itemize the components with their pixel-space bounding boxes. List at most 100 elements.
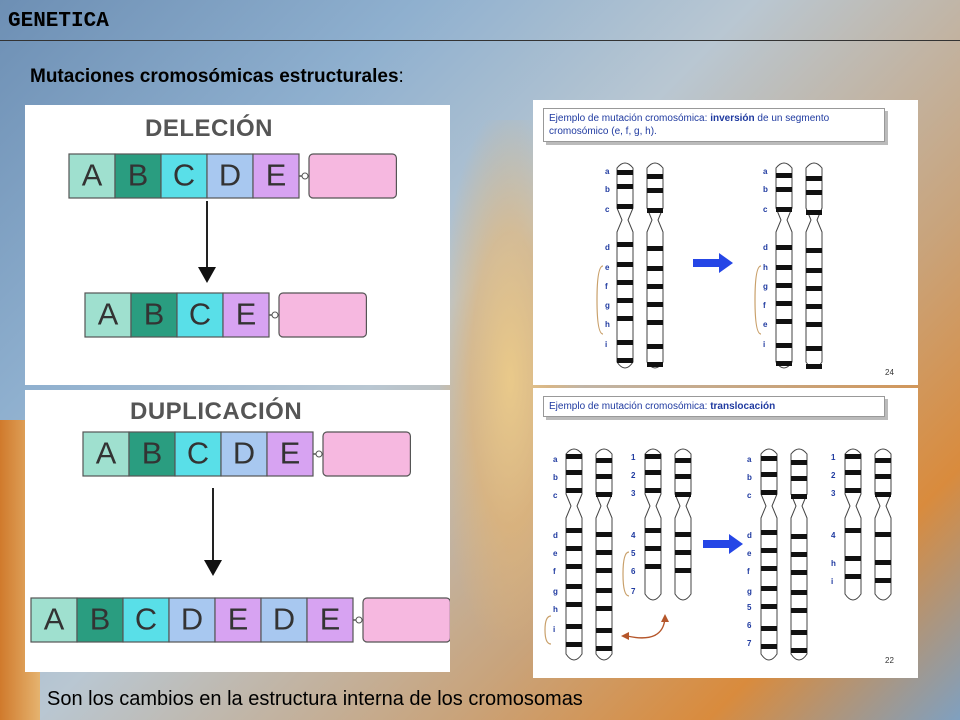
deletion-after-tail-box <box>278 292 368 338</box>
slide-subtitle: Mutaciones cromosómicas estructurales: <box>30 66 404 88</box>
duplication-after-segment-label-3: C <box>135 602 157 637</box>
subtitle-colon: : <box>398 66 404 87</box>
translocation-before-b-chromosome-left-chromatid-band-2 <box>645 470 661 475</box>
inversion-right-label-3: c <box>763 205 768 214</box>
inversion-original-left-chromatid-band-1 <box>617 170 633 175</box>
translocation-after-b-chromosome-left-chromatid-band-5 <box>845 556 861 561</box>
translocation-after-a-label-9: 6 <box>747 621 752 630</box>
translocation-after-a-chromosome-right-chromatid-band-4 <box>791 534 807 539</box>
inversion-left-label-6: f <box>605 282 608 291</box>
translocation-after-a-chromosome-left-chromatid-band-9 <box>761 626 777 631</box>
inversion-right-label-5: h <box>763 263 768 272</box>
translocation-after-a-label-2: b <box>747 473 752 482</box>
translocation-before-b-chromosome-left-chromatid <box>644 448 662 601</box>
inversion-result-left-chromatid-band-7 <box>776 301 792 306</box>
duplication-before-centromere <box>315 450 323 458</box>
deletion-before-segment-label-3: C <box>173 158 195 193</box>
translocation-before-a-chromosome-left-chromatid-band-4 <box>566 528 582 533</box>
deletion-before-centromere <box>301 172 309 180</box>
deletion-before-segment-label-2: B <box>128 158 149 193</box>
duplication-before-segment-label-5: E <box>280 436 301 471</box>
translocation-after-a-chromosome-left-chromatid-band-8 <box>761 604 777 609</box>
inversion-result-left-chromatid-band-1 <box>776 173 792 178</box>
translocation-arrow-head <box>729 534 743 554</box>
inversion-left-label-7: g <box>605 301 610 310</box>
translocation-after-b-chromosome-left-chromatid-band-2 <box>845 470 861 475</box>
inversion-caption-pre: Ejemplo de mutación cromosómica: <box>549 113 711 124</box>
deletion-before-segment-2 <box>114 153 162 199</box>
translocation-before-b-label-2: 2 <box>631 471 636 480</box>
translocation-after-a-chromosome-right-chromatid-band-5 <box>791 552 807 557</box>
inversion-result-left-chromatid-band-8 <box>776 319 792 324</box>
translocation-panel: Ejemplo de mutación cromosómica: translo… <box>533 388 918 678</box>
inversion-right-label-2: b <box>763 185 768 194</box>
inversion-original-right-chromatid <box>646 162 664 369</box>
translocation-after-a-chromosome-left-chromatid-band-3 <box>761 490 777 495</box>
duplication-before-segment-label-4: D <box>233 436 255 471</box>
inversion-left-brace <box>596 265 604 335</box>
inversion-original-left-chromatid-band-3 <box>617 204 633 209</box>
translocation-before-a-label-1: a <box>553 455 558 464</box>
deletion-before-segment-5 <box>252 153 300 199</box>
translocation-brace-a <box>544 615 552 645</box>
inversion-original-right-chromatid-band-4 <box>647 246 663 251</box>
translocation-before-a-chromosome-left-chromatid-outline <box>565 448 583 661</box>
translocation-after-b-chromosome-right-chromatid-band-6 <box>875 578 891 583</box>
translocation-before-a-chromosome-left-chromatid-band-9 <box>566 624 582 629</box>
deletion-after-centromere <box>271 311 279 319</box>
translocation-after-a-chromosome-right-chromatid-band-6 <box>791 570 807 575</box>
inversion-left-label-8: h <box>605 320 610 329</box>
inversion-result-right-chromatid-band-6 <box>806 286 822 291</box>
inversion-original-right-chromatid-band-7 <box>647 302 663 307</box>
inversion-left-label-9: i <box>605 340 607 349</box>
translocation-after-b-label-4: 4 <box>831 531 836 540</box>
inversion-caption-post: de un segmento cromosómico (e, f, g, h). <box>549 113 830 137</box>
duplication-arrow-head <box>204 560 222 576</box>
translocation-swap-arrow-head-left <box>621 632 629 640</box>
inversion-result-right-chromatid-band-7 <box>806 304 822 309</box>
translocation-caption-pre: Ejemplo de mutación cromosómica: <box>549 401 711 412</box>
translocation-before-b-chromosome-left-chromatid-band-3 <box>645 488 661 493</box>
inversion-result-left-chromatid-band-5 <box>776 265 792 270</box>
translocation-arrow-shaft <box>703 540 729 548</box>
inversion-result-right-chromatid-band-5 <box>806 268 822 273</box>
translocation-after-b-chromosome-left-chromatid-band-4 <box>845 528 861 533</box>
duplication-after-segment-label-1: A <box>44 602 65 637</box>
inversion-original-left-chromatid-band-5 <box>617 262 633 267</box>
inversion-right-label-8: e <box>763 320 768 329</box>
inversion-left-label-2: b <box>605 185 610 194</box>
translocation-before-a-label-4: d <box>553 531 558 540</box>
translocation-after-b-chromosome-right-chromatid-band-5 <box>875 560 891 565</box>
translocation-after-b-chromosome-left-chromatid <box>844 448 862 601</box>
duplication-after-segment-label-5: E <box>228 602 249 637</box>
deletion-before-segment-3 <box>160 153 208 199</box>
translocation-after-b-chromosome-right-chromatid-band-2 <box>875 474 891 479</box>
inversion-original-left-chromatid-band-10 <box>617 358 633 363</box>
inversion-original-left-chromatid-band-8 <box>617 316 633 321</box>
translocation-after-a-label-10: 7 <box>747 639 752 648</box>
translocation-before-b-chromosome-left-chromatid-outline <box>644 448 662 601</box>
deletion-title: DELECIÓN <box>145 115 274 142</box>
translocation-before-b-label-6: 6 <box>631 567 636 576</box>
inversion-result-left-chromatid <box>775 162 793 369</box>
inversion-original-right-chromatid-band-2 <box>647 188 663 193</box>
translocation-before-a-chromosome-left-chromatid <box>565 448 583 661</box>
inversion-result-left-chromatid-band-9 <box>776 343 792 348</box>
deletion-after-segment-2 <box>130 292 178 338</box>
deletion-after-segment-4 <box>222 292 270 338</box>
deletion-after-segment-label-2: B <box>144 297 165 332</box>
translocation-page-number: 22 <box>885 656 894 665</box>
translocation-after-a-chromosome-left-chromatid-band-5 <box>761 548 777 553</box>
translocation-brace-b <box>622 551 630 597</box>
translocation-after-b-chromosome-left-chromatid-outline <box>844 448 862 601</box>
translocation-before-a-chromosome-right-chromatid-band-2 <box>596 474 612 479</box>
deletion-arrow-head <box>198 267 216 283</box>
deletion-after-segment-label-1: A <box>98 297 119 332</box>
inversion-result-right-chromatid-band-9 <box>806 346 822 351</box>
inversion-original-left-chromatid-band-2 <box>617 184 633 189</box>
translocation-before-a-chromosome-left-chromatid-band-2 <box>566 470 582 475</box>
translocation-before-a-chromosome-right-chromatid-band-5 <box>596 550 612 555</box>
